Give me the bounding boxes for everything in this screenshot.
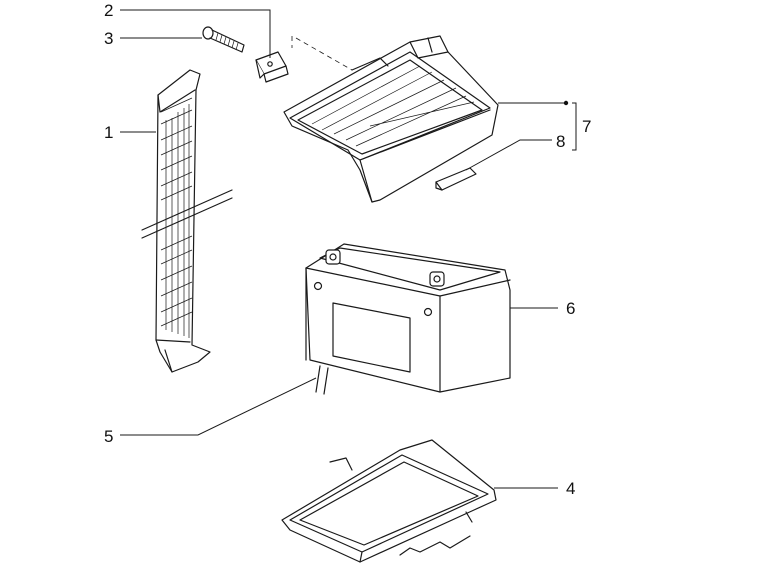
callout-4: 4 <box>566 479 575 498</box>
callout-6: 6 <box>566 299 575 318</box>
screw <box>202 26 245 53</box>
callout-2: 2 <box>104 1 113 20</box>
leader-lines <box>120 9 577 489</box>
battery-tray <box>281 439 497 563</box>
callout-labels: 2 3 1 7 8 6 5 4 <box>104 1 591 498</box>
foam-pad <box>435 167 477 191</box>
battery-cover <box>283 35 499 203</box>
callout-8: 8 <box>556 132 565 151</box>
clip-nut <box>255 51 289 83</box>
callout-5: 5 <box>104 427 113 446</box>
callout-3: 3 <box>104 29 113 48</box>
callout-1: 1 <box>104 123 113 142</box>
battery <box>305 243 511 395</box>
callout-7: 7 <box>582 117 591 136</box>
battery-strap <box>141 69 233 373</box>
